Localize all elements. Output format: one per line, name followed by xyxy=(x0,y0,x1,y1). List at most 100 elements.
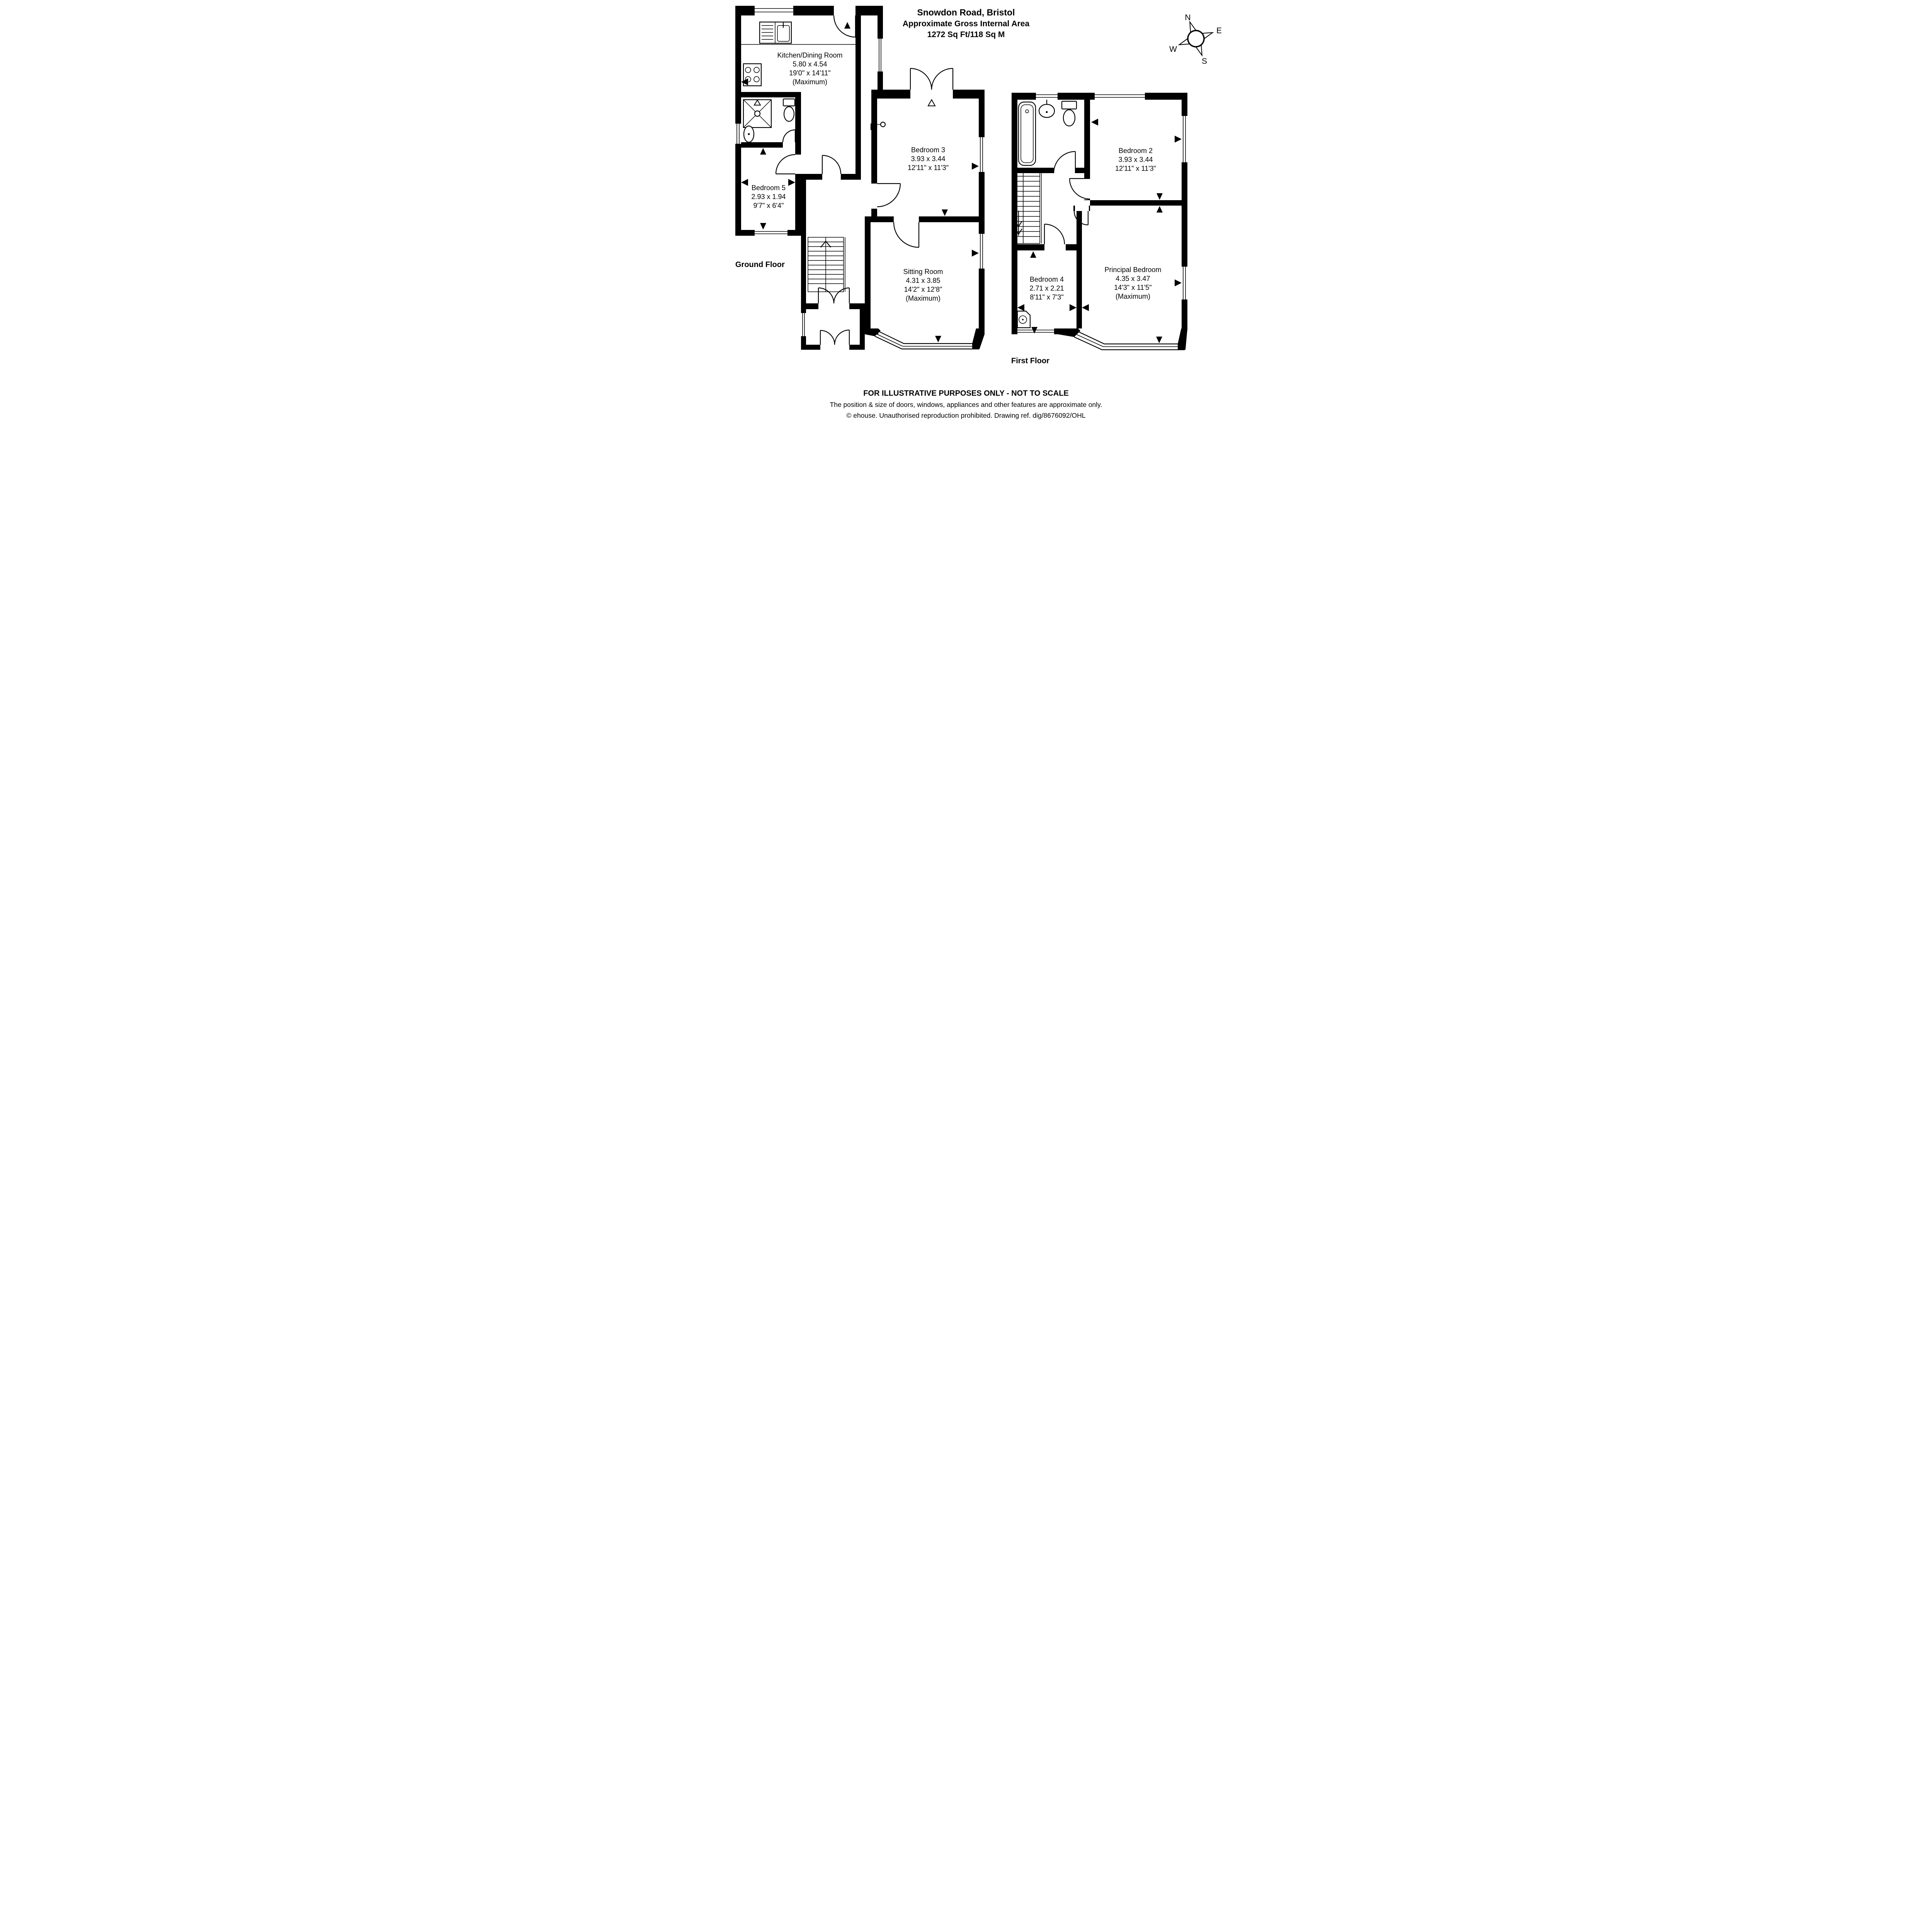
measure-arrow xyxy=(760,148,766,155)
room-label-bedroom3-name: Bedroom 3 xyxy=(911,146,945,154)
porch-double-doors-outer xyxy=(820,329,850,345)
first-floor-windows xyxy=(1017,93,1187,334)
wall-segment xyxy=(735,92,801,97)
measure-arrow xyxy=(1082,304,1089,311)
room-label-bedroom2-imperial: 12'11" x 11'3" xyxy=(1115,165,1156,172)
page-title: Snowdon Road, Bristol xyxy=(917,7,1015,17)
first-floor-door-openings xyxy=(1044,168,1090,250)
door-arc xyxy=(1044,223,1065,245)
wall-light-icon xyxy=(877,121,886,128)
window xyxy=(1181,116,1187,162)
ground-floor-plan: Kitchen/Dining Room 5.80 x 4.54 19'0" x … xyxy=(735,6,985,350)
compass-south-label: S xyxy=(1201,57,1207,66)
door-gap xyxy=(893,216,919,222)
bay-wall-corner xyxy=(1177,328,1187,350)
window xyxy=(978,137,985,172)
door-gap xyxy=(818,303,849,309)
room-label-kitchen-metric: 5.80 x 4.54 xyxy=(793,60,827,68)
room-label-kitchen-name: Kitchen/Dining Room xyxy=(777,51,842,59)
door-gap xyxy=(1044,244,1066,250)
wash-basin xyxy=(1038,100,1055,118)
porch-double-doors-inner xyxy=(818,287,850,304)
room-label-sitting-qualifier: (Maximum) xyxy=(906,294,940,302)
shower-tray xyxy=(743,99,772,128)
door-gap xyxy=(1084,179,1090,199)
measure-arrow xyxy=(788,179,795,186)
wall-segment xyxy=(1090,200,1187,206)
door-arc xyxy=(782,129,796,143)
wall-segment xyxy=(806,174,822,180)
bay-window xyxy=(874,331,979,350)
bay-wall-corner xyxy=(972,328,985,349)
door-gap xyxy=(910,90,953,99)
room-label-principal-qualifier: (Maximum) xyxy=(1116,293,1150,300)
measure-arrow xyxy=(760,223,766,230)
floorplan-page: Snowdon Road, Bristol Approximate Gross … xyxy=(667,0,1265,422)
room-label-bedroom4-metric: 2.71 x 2.21 xyxy=(1029,284,1064,292)
measure-arrow xyxy=(1031,327,1037,334)
measure-arrow xyxy=(844,22,850,29)
window xyxy=(978,234,985,269)
room-label-sitting-name: Sitting Room xyxy=(903,268,943,276)
room-label-sitting-imperial: 14'2" x 12'8" xyxy=(904,286,942,293)
room-label-bedroom2-metric: 3.93 x 3.44 xyxy=(1118,156,1153,163)
page-area: 1272 Sq Ft/118 Sq M xyxy=(927,30,1005,39)
door-gap xyxy=(871,184,877,209)
wall-segment xyxy=(1076,211,1082,328)
measure-arrow xyxy=(1030,251,1036,258)
toilet-icon xyxy=(782,98,795,122)
stairs-ground xyxy=(807,237,845,292)
door-gap xyxy=(782,142,795,148)
door-arc xyxy=(775,154,795,175)
measure-arrow xyxy=(1174,136,1182,143)
wash-basin xyxy=(743,125,754,143)
measure-arrow xyxy=(935,336,941,342)
ground-floor-door-openings xyxy=(782,6,953,350)
window xyxy=(1017,328,1054,334)
measure-arrow xyxy=(971,250,979,257)
window xyxy=(801,313,806,336)
corner-basin xyxy=(1017,310,1031,328)
kitchen-sink xyxy=(759,21,792,44)
room-label-bedroom4-name: Bedroom 4 xyxy=(1029,276,1063,283)
first-floor-labels: Bedroom 2 3.93 x 3.44 12'11" x 11'3" Bed… xyxy=(1011,147,1162,365)
door-arc xyxy=(893,222,919,248)
room-label-kitchen-imperial: 19'0" x 14'11" xyxy=(789,69,830,77)
ground-floor-labels: Kitchen/Dining Room 5.80 x 4.54 19'0" x … xyxy=(735,51,949,302)
measure-arrow xyxy=(1069,304,1077,311)
ground-floor-title: Ground Floor xyxy=(735,260,785,269)
door-gap xyxy=(820,345,849,350)
measure-arrow-open xyxy=(927,99,936,106)
wall-segment xyxy=(978,90,985,334)
room-label-bedroom5-metric: 2.93 x 1.94 xyxy=(751,193,786,201)
wall-segment xyxy=(855,6,861,174)
door-arc xyxy=(1069,178,1090,200)
french-doors xyxy=(910,68,953,90)
footer-line1: FOR ILLUSTRATIVE PURPOSES ONLY - NOT TO … xyxy=(863,389,1069,398)
measure-arrow xyxy=(741,78,748,85)
first-floor-doors xyxy=(1044,151,1090,245)
bay-wall-wedge xyxy=(1058,328,1080,337)
compass-west-label: W xyxy=(1169,45,1177,54)
measure-arrow xyxy=(1156,206,1163,213)
stairs-up-arrow xyxy=(820,240,831,248)
bathtub xyxy=(1018,101,1036,166)
measure-arrow xyxy=(1174,279,1182,286)
room-label-kitchen-qualifier: (Maximum) xyxy=(793,78,827,86)
door-arc xyxy=(1053,151,1076,174)
door-arc xyxy=(877,183,901,208)
first-floor-title: First Floor xyxy=(1011,357,1049,365)
front-door xyxy=(833,15,856,38)
footer-line2: The position & size of doors, windows, a… xyxy=(830,401,1102,408)
compass-east-label: E xyxy=(1216,26,1221,35)
window xyxy=(877,39,883,71)
room-label-bedroom4-imperial: 8'11" x 7'3" xyxy=(1030,293,1063,301)
room-label-bedroom5-imperial: 9'7" x 6'4" xyxy=(753,202,784,209)
title-block: Snowdon Road, Bristol Approximate Gross … xyxy=(902,7,1029,39)
ground-floor-doors xyxy=(775,15,953,345)
door-gap xyxy=(795,155,801,174)
ground-floor-windows xyxy=(735,6,985,336)
room-label-bedroom3-imperial: 12'11" x 11'3" xyxy=(907,164,948,172)
room-label-principal-imperial: 14'3" x 11'5" xyxy=(1114,284,1151,291)
window xyxy=(754,6,793,15)
